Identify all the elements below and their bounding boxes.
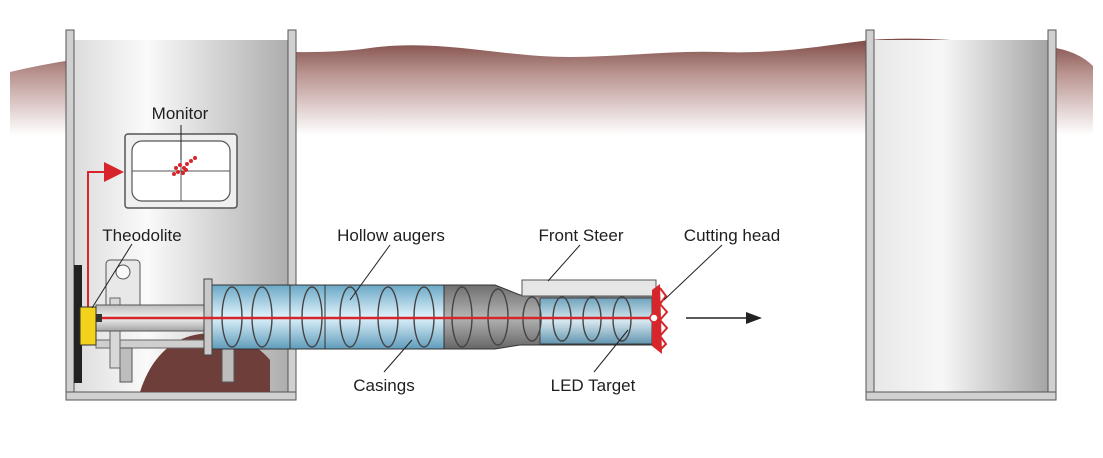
leader-lines: [91, 125, 723, 373]
target-dots: [172, 156, 197, 176]
label-casings: Casings: [353, 376, 414, 395]
theodolite: [79, 306, 102, 346]
front-steer: [443, 279, 657, 350]
direction-arrow: [686, 312, 762, 324]
label-front-steer: Front Steer: [538, 226, 623, 245]
label-cutting-head: Cutting head: [684, 226, 780, 245]
label-hollow-augers: Hollow augers: [337, 226, 445, 245]
label-monitor: Monitor: [152, 104, 209, 123]
label-led-target: LED Target: [551, 376, 636, 395]
label-theodolite: Theodolite: [102, 226, 181, 245]
led-target: [649, 313, 659, 323]
signal-cable: [87, 162, 124, 310]
reception-pit: [865, 29, 1057, 401]
